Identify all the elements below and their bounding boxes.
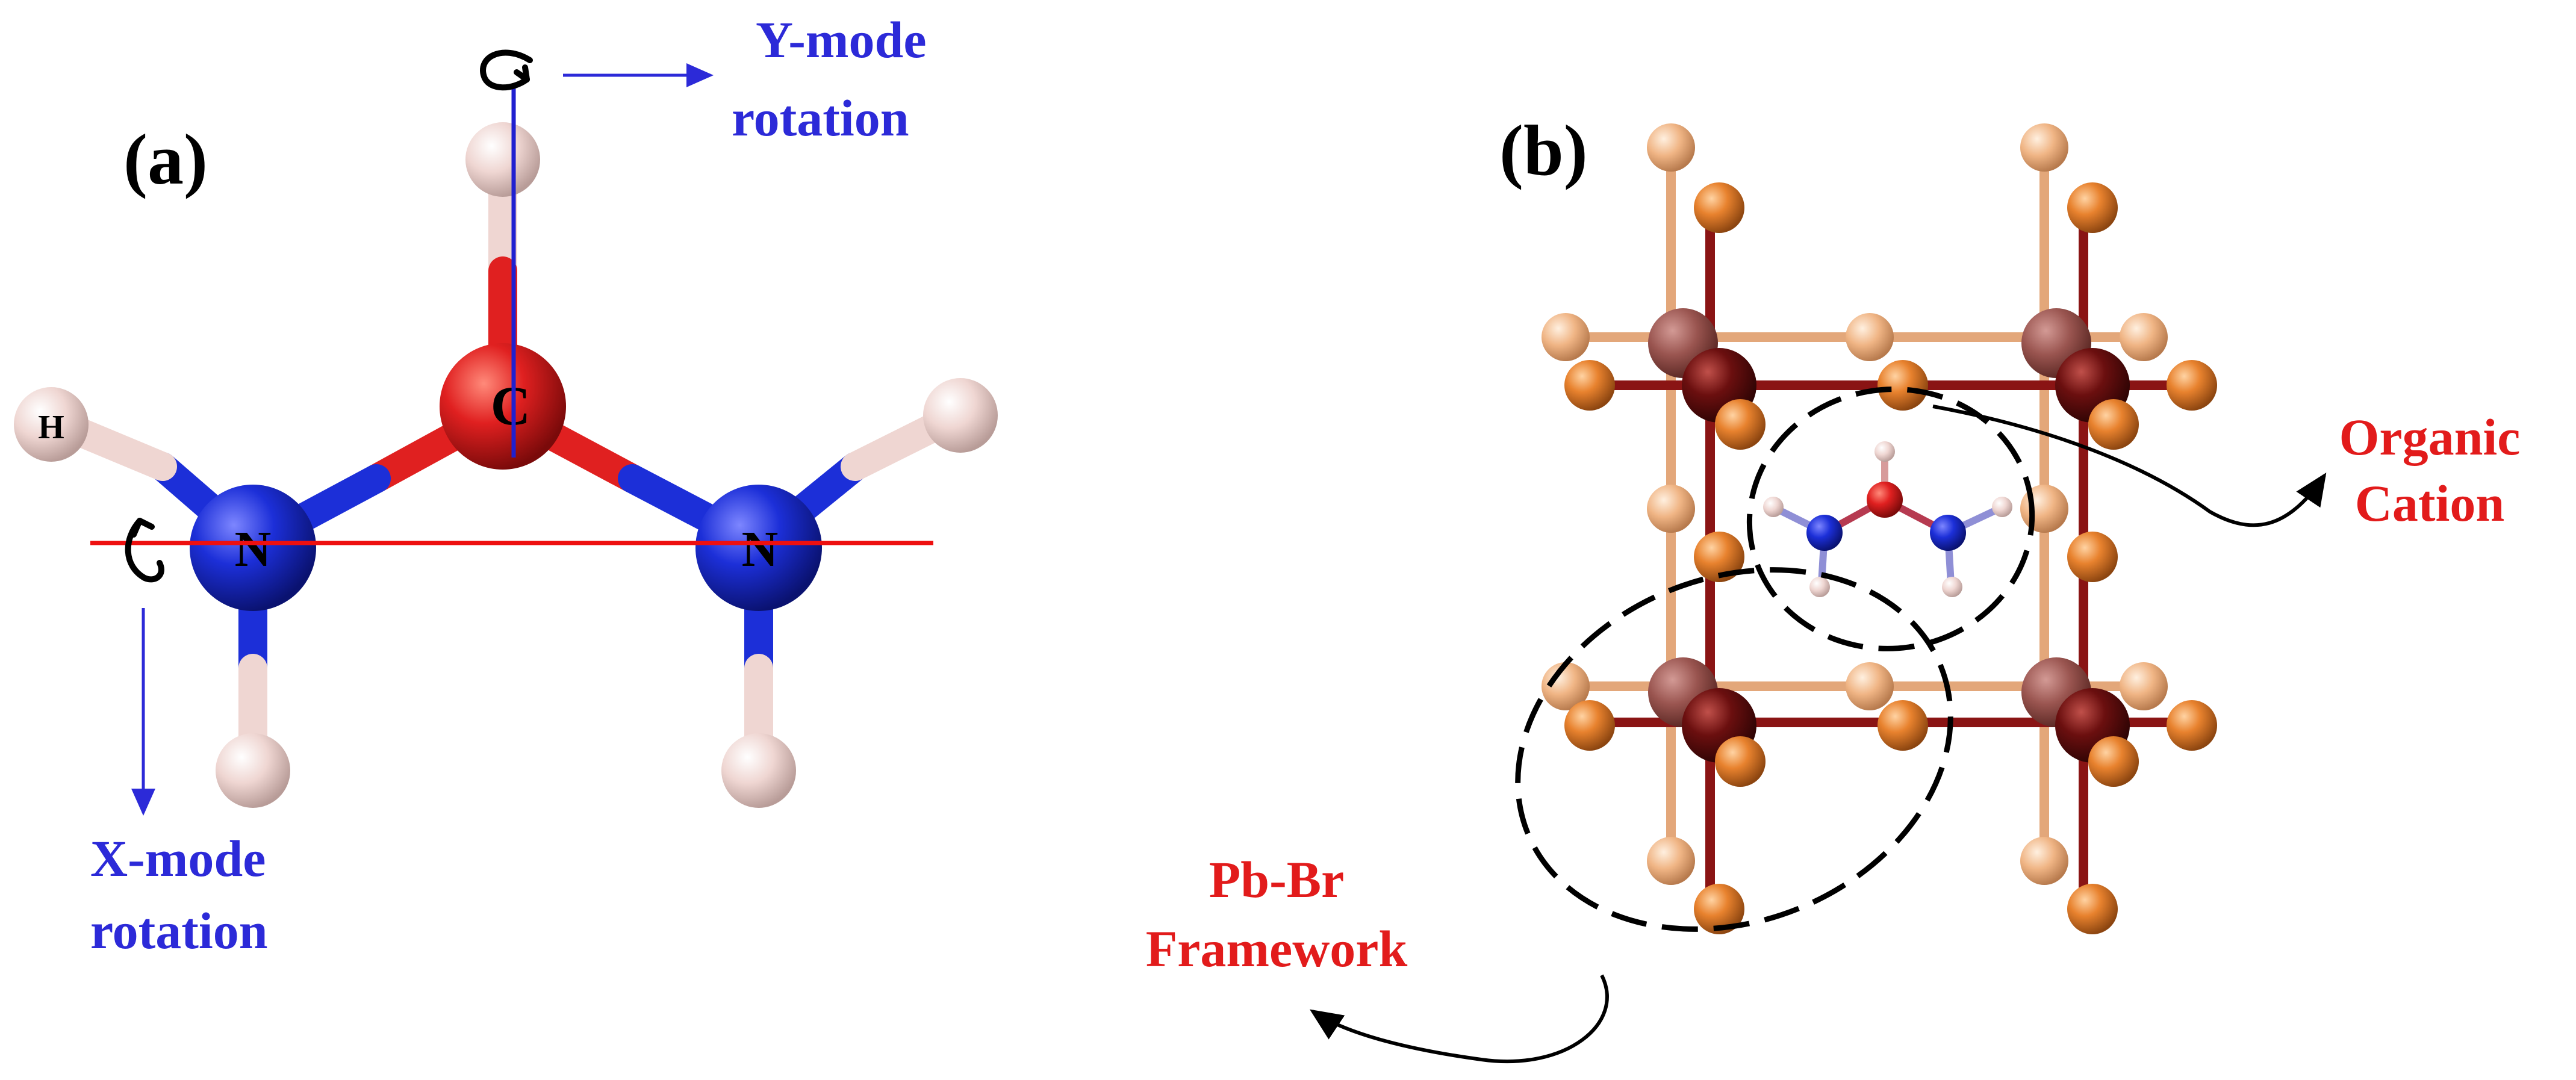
organic-cation-label-line1: Organic: [2339, 408, 2521, 466]
bromine-atoms-back: [1542, 123, 2168, 885]
framework-highlight: [1515, 567, 1953, 932]
formamidinium-cation: [1763, 441, 2012, 597]
y-mode-label-line2: rotation: [732, 89, 909, 147]
organic-cation-highlight: [1746, 386, 2035, 651]
organic-cation-pointer: [1932, 405, 2327, 527]
carbon-atom: [440, 343, 566, 470]
carbon-label: C: [491, 375, 530, 436]
hydrogen-atom-left-lower: [216, 733, 290, 808]
nitrogen-label-right: N: [742, 521, 779, 577]
x-mode-label-line2: rotation: [90, 902, 268, 960]
nitrogen-atom-left: [190, 485, 316, 611]
hydrogen-atom-top: [465, 122, 540, 197]
framework-pointer: [1310, 974, 1609, 1064]
framework-label-line2: Framework: [1146, 920, 1408, 978]
framework-label-line1: Pb-Br: [1209, 851, 1345, 908]
nitrogen-atom-right: [695, 485, 822, 611]
panel-b: (b): [1146, 110, 2521, 1064]
hydrogen-atom-right-upper: [923, 378, 998, 453]
bromine-atoms-front: [1564, 182, 2217, 934]
hydrogen-label: H: [38, 409, 64, 446]
y-rotation-icon: [480, 49, 533, 91]
nitrogen-label-left: N: [235, 521, 272, 577]
hydrogen-atom-right-lower: [721, 733, 796, 808]
panel-a: (a): [14, 11, 998, 960]
hydrogen-atom-left-upper: [14, 387, 89, 462]
organic-cation-label-line2: Cation: [2355, 474, 2504, 532]
panel-a-label: (a): [123, 119, 208, 199]
x-mode-label-line1: X-mode: [90, 830, 266, 887]
y-mode-label-line1: Y-mode: [756, 11, 927, 69]
panel-b-label: (b): [1499, 110, 1588, 190]
x-rotation-icon: [125, 518, 164, 583]
